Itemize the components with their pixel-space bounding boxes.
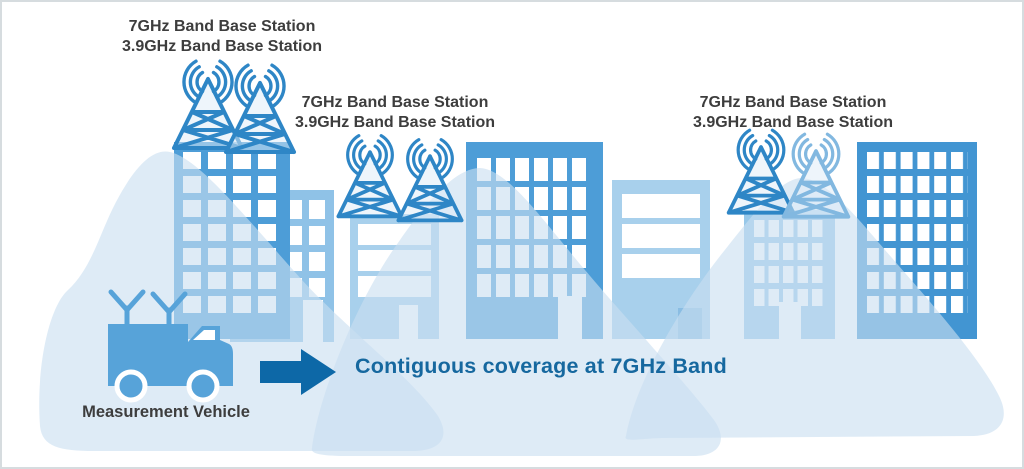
radio-tower-icon	[172, 59, 244, 151]
coverage-area-middle	[311, 168, 721, 456]
right-arrow-icon	[260, 349, 336, 395]
base-station-group-2	[336, 133, 464, 223]
station-label-3: 7GHz Band Base Station 3.9GHz Band Base …	[693, 93, 893, 133]
radio-tower-icon	[726, 128, 796, 215]
coverage-area-right	[625, 178, 1004, 440]
radio-tower-light-icon	[781, 132, 851, 219]
station-label-2: 7GHz Band Base Station 3.9GHz Band Base …	[295, 93, 495, 133]
radio-tower-icon	[224, 63, 296, 154]
station-label-2-line1: 7GHz Band Base Station	[301, 94, 489, 111]
station-label-3-line1: 7GHz Band Base Station	[699, 94, 887, 111]
radio-tower-icon	[336, 133, 404, 219]
station-label-1: 7GHz Band Base Station 3.9GHz Band Base …	[122, 17, 322, 57]
base-station-group-3	[726, 128, 851, 219]
measurement-truck-icon	[108, 289, 233, 403]
base-station-group-1	[172, 59, 296, 154]
station-label-1-line2: 3.9GHz Band Base Station	[121, 38, 323, 55]
vehicle-label: Measurement Vehicle	[82, 403, 250, 421]
coverage-label: Contiguous coverage at 7GHz Band	[355, 354, 727, 378]
station-label-2-line2: 3.9GHz Band Base Station	[294, 114, 496, 131]
station-label-3-line2: 3.9GHz Band Base Station	[692, 114, 894, 131]
station-label-1-line1: 7GHz Band Base Station	[128, 18, 316, 35]
